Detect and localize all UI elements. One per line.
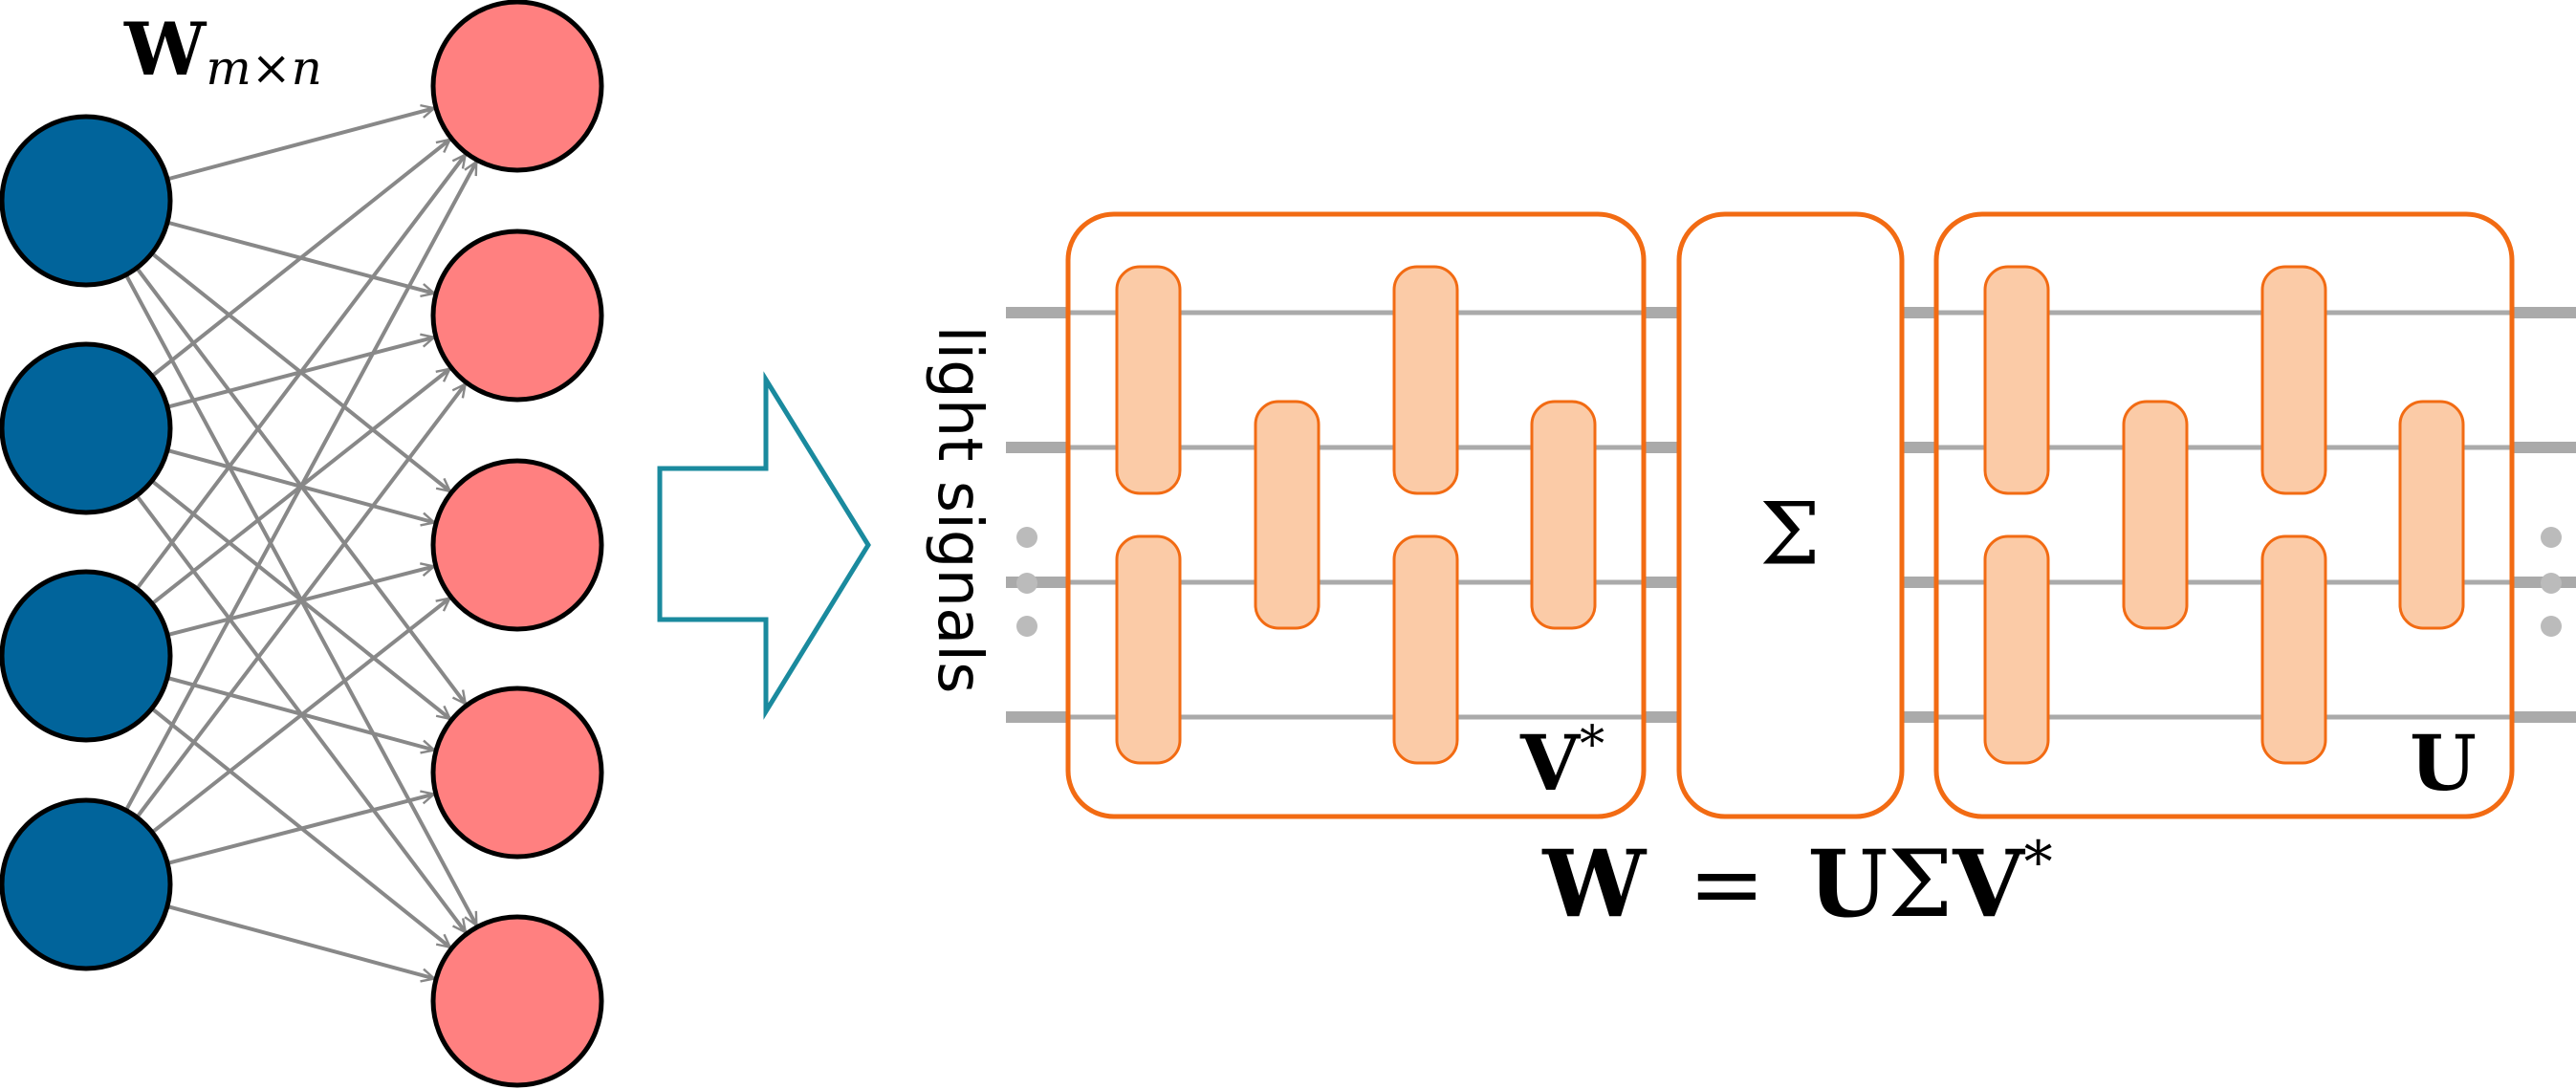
output-neuron bbox=[430, 229, 604, 403]
output-neuron bbox=[430, 0, 604, 173]
transform-arrow bbox=[657, 371, 871, 720]
neural-network: Wm×n bbox=[0, 0, 604, 1088]
input-neuron bbox=[0, 341, 173, 515]
mzi-coupler bbox=[2122, 400, 2189, 630]
ellipsis-dot bbox=[2541, 573, 2562, 594]
output-neuron bbox=[430, 458, 604, 632]
ellipsis-dot bbox=[1016, 527, 1037, 548]
mzi-coupler bbox=[1983, 534, 2050, 765]
mzi-couplers bbox=[1115, 265, 2465, 765]
input-neuron bbox=[0, 797, 173, 971]
weight-matrix-label: Wm×n bbox=[123, 7, 322, 96]
ellipsis-dot bbox=[2541, 616, 2562, 637]
u-box bbox=[1933, 211, 2515, 819]
mzi-coupler bbox=[1115, 265, 1182, 495]
unitary-boxes bbox=[1065, 211, 2515, 819]
ellipsis-dot bbox=[2541, 527, 2562, 548]
output-neuron bbox=[430, 686, 604, 860]
network-edge bbox=[166, 795, 434, 865]
u-label: U bbox=[2410, 718, 2477, 808]
mzi-coupler bbox=[1392, 534, 1459, 765]
mzi-coupler bbox=[2260, 265, 2327, 495]
network-edge bbox=[150, 599, 449, 835]
v-star-box bbox=[1065, 211, 1647, 819]
sigma-label: Σ bbox=[1759, 484, 1821, 584]
mzi-coupler bbox=[1983, 265, 2050, 495]
mzi-coupler bbox=[2260, 534, 2327, 765]
mzi-coupler bbox=[2398, 400, 2465, 630]
ellipsis-dots bbox=[1016, 527, 2562, 637]
v-star-label: V* bbox=[1519, 716, 1605, 808]
mzi-coupler bbox=[1392, 265, 1459, 495]
mzi-coupler bbox=[1115, 534, 1182, 765]
network-edges bbox=[123, 108, 479, 979]
svd-equation: W = UΣV* bbox=[1541, 829, 2052, 938]
network-edge bbox=[166, 904, 434, 979]
sigma-box bbox=[1676, 211, 1905, 819]
network-edge bbox=[150, 140, 450, 378]
mzi-coupler bbox=[1254, 400, 1321, 630]
photonic-mesh: Σ V* U bbox=[1006, 211, 2576, 819]
network-edge bbox=[124, 162, 478, 812]
output-neuron bbox=[430, 914, 604, 1088]
output-layer bbox=[430, 0, 604, 1088]
input-neuron bbox=[0, 569, 173, 743]
input-neuron bbox=[0, 114, 173, 288]
network-edge bbox=[166, 108, 434, 182]
network-edge bbox=[135, 384, 465, 819]
mzi-coupler bbox=[1530, 400, 1597, 630]
light-signals-label: light signals bbox=[924, 326, 994, 694]
ellipsis-dot bbox=[1016, 616, 1037, 637]
network-edge bbox=[135, 155, 466, 591]
ellipsis-dot bbox=[1016, 573, 1037, 594]
input-layer bbox=[0, 114, 173, 971]
